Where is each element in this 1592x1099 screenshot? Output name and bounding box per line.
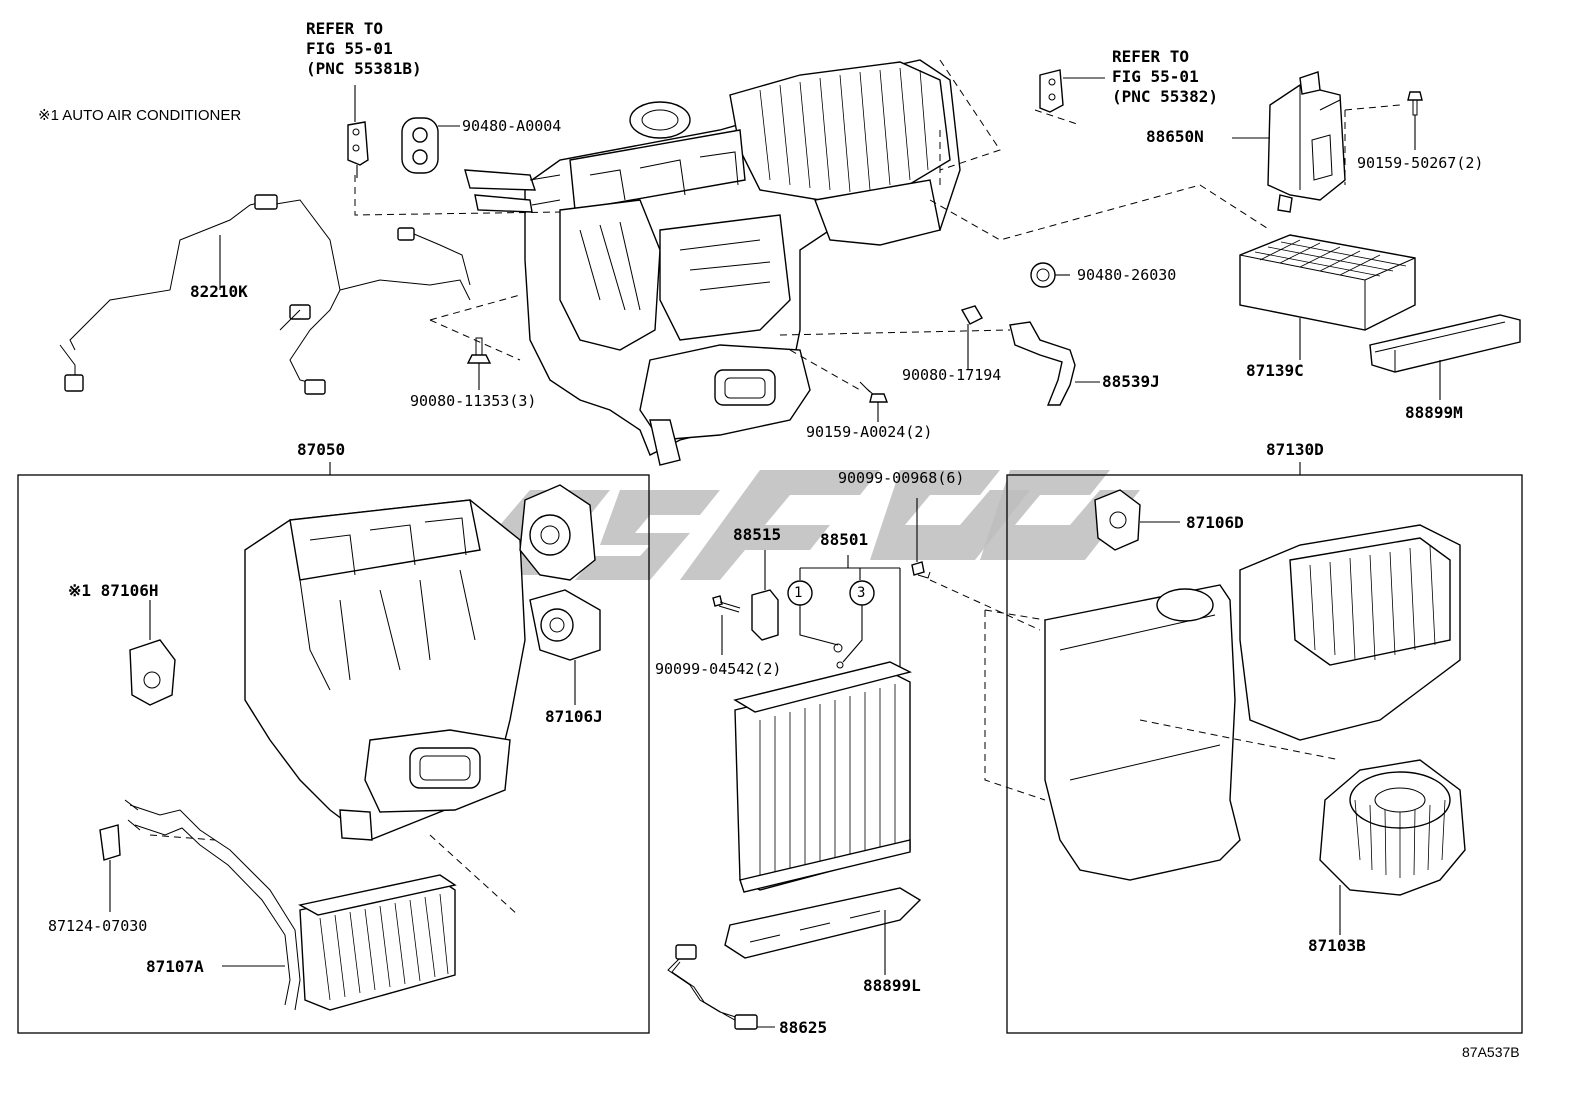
screw-90099-00968	[911, 498, 1041, 631]
filter-87139c	[1239, 234, 1416, 360]
watermark-logo	[470, 470, 1140, 580]
grommet-90080-17194	[960, 305, 983, 370]
group-box-87130d	[1006, 474, 1523, 1034]
label-90159-50267[interactable]: 90159-50267(2)	[1357, 154, 1484, 172]
label-87106d[interactable]: 87106D	[1186, 513, 1244, 532]
label-87106h[interactable]: ※1 87106H	[68, 581, 159, 600]
refer-right-line-1: REFER TO	[1112, 47, 1190, 66]
hvac-unit-top	[464, 59, 961, 466]
evaporator-87107a	[222, 874, 457, 1011]
sensor-88625	[667, 944, 775, 1030]
blower-case-87130d	[1044, 524, 1461, 881]
grommet-90480-a0004	[401, 117, 460, 174]
refer-right-line-2: FIG 55-01	[1112, 67, 1199, 86]
servo-87106h	[129, 600, 176, 706]
label-87050[interactable]: 87050	[297, 440, 346, 459]
screw-90159-50267	[1407, 91, 1423, 150]
note-auto-air-conditioner: ※1 AUTO AIR CONDITIONER	[38, 107, 242, 124]
label-87106j[interactable]: 87106J	[545, 707, 603, 726]
bolt-90099-04542	[712, 595, 741, 655]
label-82210k[interactable]: 82210K	[190, 282, 248, 301]
screw-90159-a0024	[859, 381, 889, 422]
label-90159-a0024[interactable]: 90159-A0024(2)	[806, 423, 933, 441]
label-90099-04542[interactable]: 90099-04542(2)	[655, 660, 782, 678]
label-90480-a0004[interactable]: 90480-A0004	[462, 117, 562, 135]
ecu-88650n	[1232, 71, 1346, 213]
bracket-55382	[1039, 69, 1105, 113]
label-90080-17194[interactable]: 90080-17194	[902, 366, 1002, 384]
pipe-87124-07030	[99, 799, 301, 1011]
label-88501[interactable]: 88501	[820, 530, 869, 549]
refer-right-line-3: (PNC 55382)	[1112, 87, 1218, 106]
refer-left-line-3: (PNC 55381B)	[306, 59, 422, 78]
refer-left-line-1: REFER TO	[306, 19, 384, 38]
label-87139c[interactable]: 87139C	[1246, 361, 1304, 380]
diagram-code: 87A537B	[1462, 1044, 1520, 1060]
refer-left-line-2: FIG 55-01	[306, 39, 393, 58]
label-90099-00968[interactable]: 90099-00968(6)	[838, 469, 965, 487]
label-90080-11353[interactable]: 90080-11353(3)	[410, 392, 537, 410]
wire-harness-82210k	[59, 194, 471, 395]
cover-88899l	[724, 887, 922, 975]
grommet-90480-26030	[1030, 262, 1070, 288]
label-87124-07030[interactable]: 87124-07030	[48, 917, 148, 935]
callout-3: 3	[857, 585, 866, 601]
label-88625[interactable]: 88625	[779, 1018, 828, 1037]
label-88515[interactable]: 88515	[733, 525, 782, 544]
bracket-55381b	[347, 85, 369, 178]
hose-88539j	[1009, 321, 1100, 406]
motor-87106j	[519, 484, 601, 705]
callout-1: 1	[794, 585, 803, 601]
label-88899l[interactable]: 88899L	[863, 976, 921, 995]
label-88899m[interactable]: 88899M	[1405, 403, 1463, 422]
top-guide-lines	[354, 59, 1401, 391]
label-87103b[interactable]: 87103B	[1308, 936, 1366, 955]
pressure-switch-88515	[751, 550, 779, 641]
label-88539j[interactable]: 88539J	[1102, 372, 1160, 391]
screw-90080-11353	[466, 337, 492, 390]
label-88650n[interactable]: 88650N	[1146, 127, 1204, 146]
hvac-case-87050	[244, 499, 526, 841]
label-87130d[interactable]: 87130D	[1266, 440, 1324, 459]
left-guide-lines	[149, 834, 519, 916]
servo-87106d	[1094, 489, 1180, 551]
right-guide-lines	[984, 609, 1341, 801]
cover-88899m	[1369, 314, 1521, 400]
label-90480-26030[interactable]: 90480-26030	[1077, 266, 1177, 284]
label-87107a[interactable]: 87107A	[146, 957, 204, 976]
blower-motor-87103b	[1319, 759, 1466, 935]
evaporator-88501	[733, 555, 912, 893]
group-box-87050	[17, 474, 650, 1034]
